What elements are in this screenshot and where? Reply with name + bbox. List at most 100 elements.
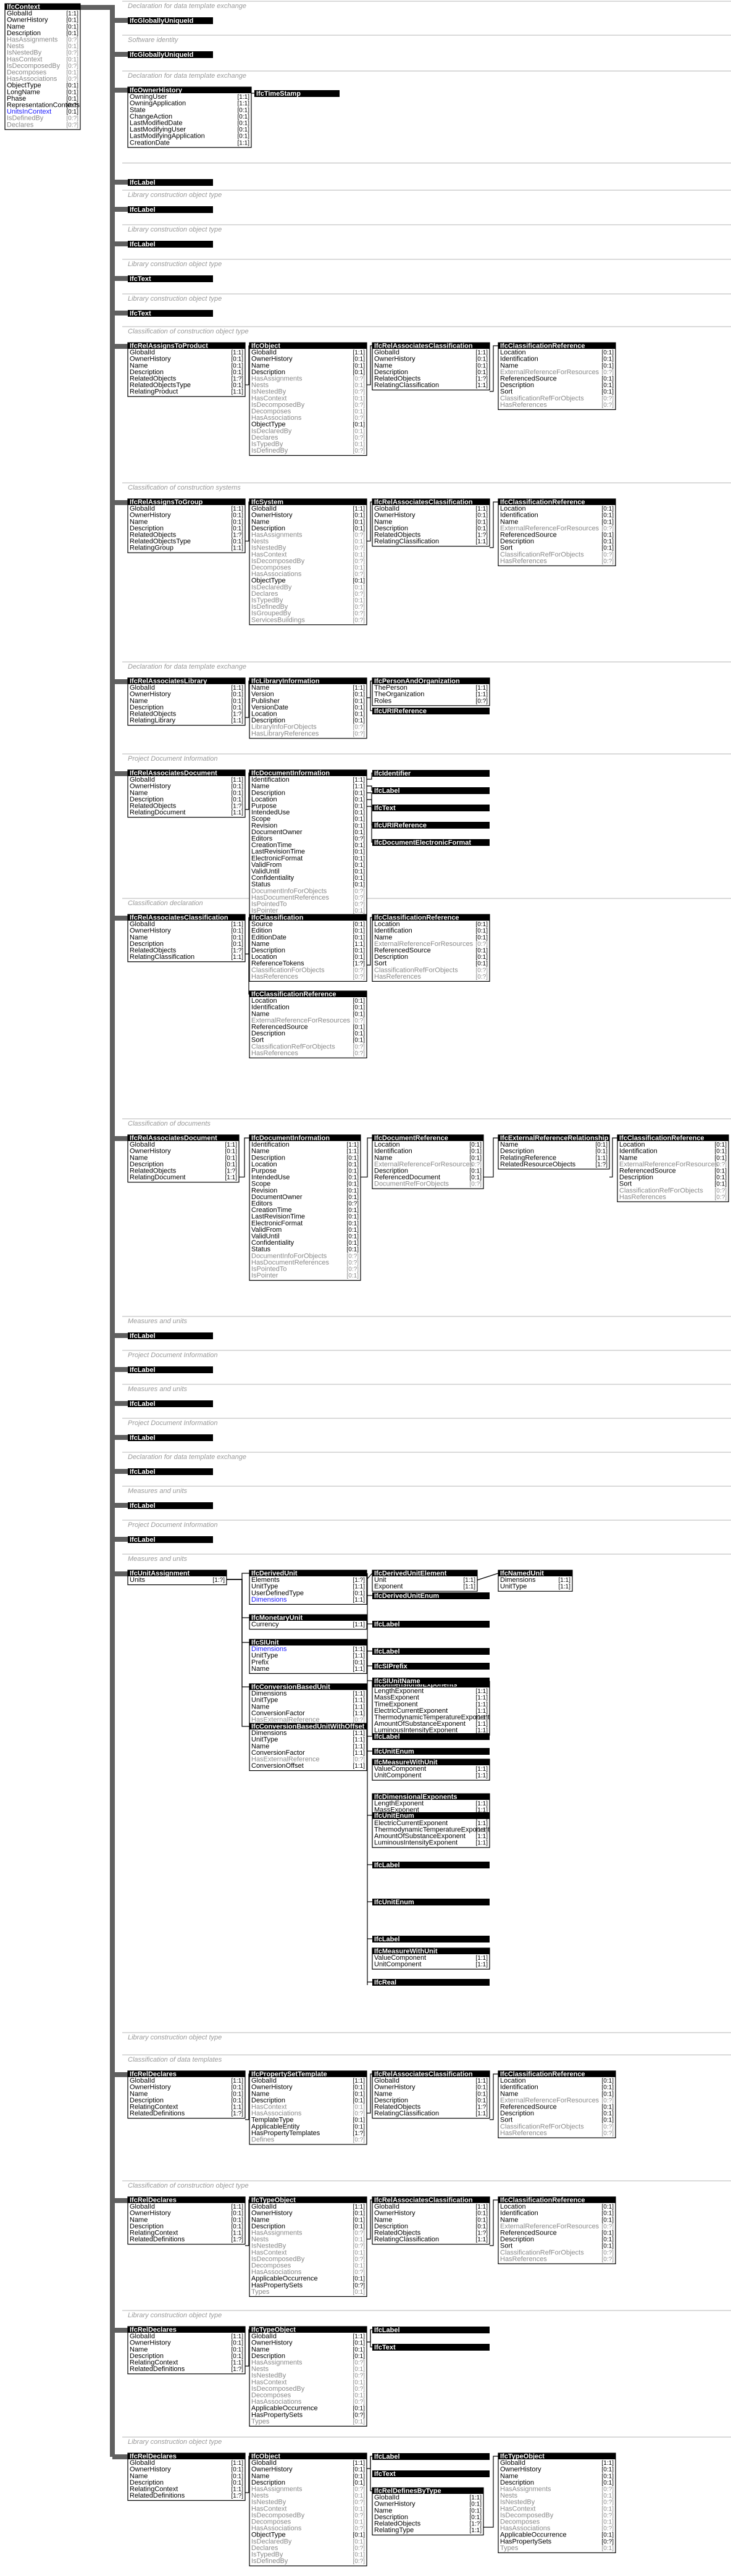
connector-line bbox=[227, 1579, 249, 1727]
entity-name: IfcRelDeclares bbox=[130, 2453, 177, 2461]
attribute-cardinality: [0:?] bbox=[347, 1266, 359, 1273]
attribute-name: ValidFrom bbox=[251, 1226, 282, 1234]
entity-header bbox=[249, 1684, 367, 1690]
attribute-cardinality: [0:1] bbox=[238, 133, 250, 140]
attribute-cardinality: [1:1] bbox=[232, 954, 244, 961]
type-bar-real: IfcReal bbox=[372, 1979, 490, 1986]
attribute-name: Description bbox=[500, 2479, 534, 2486]
attribute-name: CreationTime bbox=[251, 842, 292, 849]
attribute-name: Description bbox=[251, 1154, 285, 1161]
type-name: IfcLabel bbox=[374, 1621, 400, 1628]
attribute-cardinality: [0:1] bbox=[353, 538, 366, 545]
entity-name: IfcUnitAssignment bbox=[130, 1570, 190, 1578]
section-1: Declaration for data template exchangeIf… bbox=[128, 2, 246, 25]
attribute-name: Name bbox=[251, 1010, 269, 1018]
entity-name: IfcClassification bbox=[251, 914, 304, 922]
attribute-cardinality: [0:1] bbox=[602, 2104, 614, 2111]
entity-box-border bbox=[127, 86, 252, 148]
attribute-cardinality: [1:1] bbox=[476, 2078, 488, 2085]
entity-box-rel-assigns-to-group: IfcRelAssignsToGroupGlobalId[1:1]OwnerHi… bbox=[127, 498, 246, 553]
attribute-name: GlobalId bbox=[251, 2077, 277, 2085]
entity-header bbox=[128, 1135, 239, 1141]
attribute-name: GlobalId bbox=[374, 505, 399, 512]
section-10: Classification of construction systemsIf… bbox=[127, 484, 616, 625]
attribute-cardinality: [0:1] bbox=[347, 1234, 359, 1240]
attribute-name: Sort bbox=[619, 1181, 632, 1188]
attribute-name: Description bbox=[500, 2236, 534, 2243]
attribute-name: OwnerHistory bbox=[251, 2084, 293, 2091]
entity-name: IfcTypeObject bbox=[251, 2197, 296, 2204]
entity-box-derived-unit: IfcDerivedUnitElements[1:?]UnitType[1:1]… bbox=[249, 1570, 367, 1605]
entity-header bbox=[498, 2453, 616, 2459]
attribute-name: ObjectType bbox=[251, 577, 286, 585]
attribute-name: Exponent bbox=[374, 1583, 403, 1591]
entity-header bbox=[249, 1135, 361, 1141]
attribute-cardinality: [1:1] bbox=[238, 140, 250, 146]
attribute-cardinality: [0:1] bbox=[353, 829, 366, 836]
attribute-name: Nests bbox=[251, 2492, 269, 2499]
type-bar-text: IfcText bbox=[372, 805, 490, 812]
attribute-cardinality: [0:1] bbox=[470, 2514, 482, 2521]
attribute-cardinality: [0:1] bbox=[476, 948, 488, 955]
entity-name: IfcRelAssociatesLibrary bbox=[130, 678, 207, 685]
connector-line bbox=[367, 345, 372, 385]
attribute-cardinality: [0:1] bbox=[353, 790, 366, 797]
attribute-name: RelatingContext bbox=[130, 2359, 178, 2367]
section-title: Library construction object type bbox=[128, 191, 222, 199]
attribute-name: HasReferences bbox=[500, 401, 547, 409]
entity-box-border bbox=[617, 1134, 729, 1203]
connector-line bbox=[477, 1573, 499, 1581]
attribute-name: LuminousIntensityExponent bbox=[374, 1839, 457, 1847]
attribute-cardinality: [1:1] bbox=[232, 777, 244, 784]
entity-header bbox=[249, 2071, 367, 2077]
entity-box-border bbox=[249, 2196, 367, 2297]
attribute-cardinality: [0:?] bbox=[715, 1161, 727, 1168]
attribute-cardinality: [0:1] bbox=[353, 2085, 366, 2091]
attribute-cardinality: [0:1] bbox=[602, 2519, 614, 2526]
entity-header bbox=[372, 499, 490, 505]
attribute-cardinality: [0:1] bbox=[353, 584, 366, 591]
attribute-name: Description bbox=[130, 369, 164, 376]
attribute-name: OwnerHistory bbox=[130, 512, 171, 519]
type-bar-label: IfcLabel bbox=[372, 1733, 490, 1741]
connector-line bbox=[370, 2456, 372, 2491]
attribute-name: HasAssignments bbox=[7, 36, 58, 44]
type-bar-label: IfcLabel bbox=[128, 1434, 213, 1442]
attribute-name: RelatedObjects bbox=[374, 2104, 421, 2111]
attribute-cardinality: [0:1] bbox=[715, 1155, 727, 1161]
attribute-name: ConversionOffset bbox=[251, 1762, 304, 1770]
attribute-cardinality: [1:?] bbox=[232, 2366, 244, 2373]
attribute-name: Description bbox=[251, 947, 285, 955]
attribute-name: OwnerHistory bbox=[251, 356, 293, 363]
attribute-cardinality: [0:1] bbox=[353, 551, 366, 558]
attribute-name: Types bbox=[500, 2545, 519, 2552]
type-bar-time-stamp: IfcTimeStamp bbox=[254, 90, 340, 98]
attribute-cardinality: [1:1] bbox=[353, 1697, 366, 1704]
attribute-cardinality: [0:1] bbox=[476, 2091, 488, 2097]
type-name: IfcLabel bbox=[130, 1536, 156, 1544]
attribute-cardinality: [0:?] bbox=[353, 2386, 366, 2393]
type-bar-label: IfcLabel bbox=[372, 2327, 490, 2334]
entity-header bbox=[498, 1570, 572, 1576]
attribute-cardinality: [1:1] bbox=[353, 1737, 366, 1744]
attribute-name: Location bbox=[500, 2077, 526, 2085]
attribute-cardinality: [0:1] bbox=[353, 809, 366, 816]
attribute-name: Description bbox=[130, 1161, 164, 1168]
attribute-name: LastModifiedDate bbox=[130, 120, 183, 127]
entity-box-classification-reference: IfcClassificationReferenceLocation[0:1]I… bbox=[498, 498, 616, 567]
type-bar-background bbox=[128, 51, 213, 58]
attribute-cardinality: [0:1] bbox=[602, 2078, 614, 2085]
attribute-name: Identification bbox=[500, 2084, 538, 2091]
attribute-name: HasAssociations bbox=[7, 75, 57, 83]
attribute-name: Name bbox=[130, 789, 148, 797]
attribute-cardinality: [0:1] bbox=[353, 862, 366, 869]
attribute-name: Phase bbox=[7, 95, 26, 102]
attribute-name: HasAssociations bbox=[251, 2525, 302, 2532]
connector-line bbox=[367, 2329, 372, 2343]
section-title: Classification of construction systems bbox=[128, 484, 241, 491]
attribute-cardinality: [0:1] bbox=[602, 519, 614, 525]
attribute-name: IsDecomposedBy bbox=[500, 2512, 554, 2519]
attribute-name: CreationDate bbox=[130, 139, 170, 146]
